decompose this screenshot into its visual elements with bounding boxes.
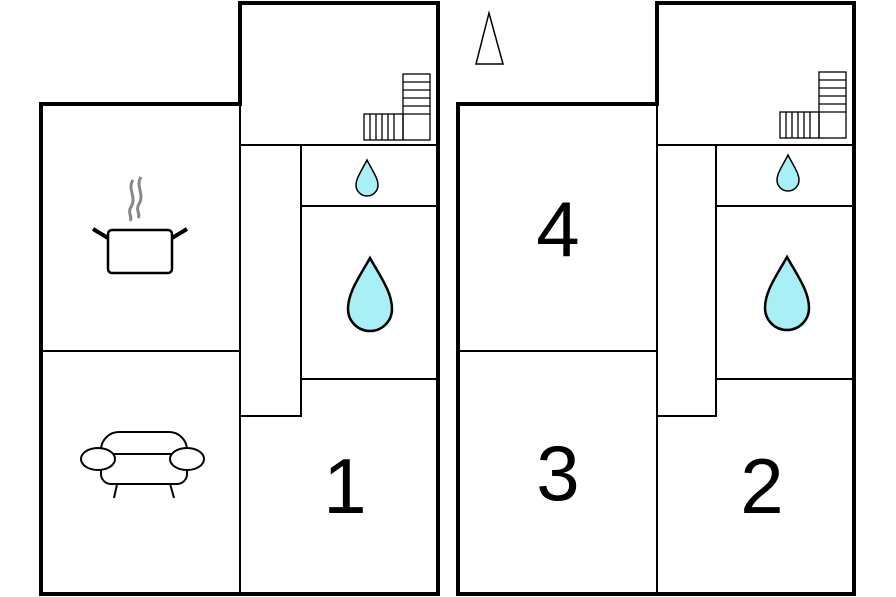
room-label-2: 2 xyxy=(740,442,783,530)
sofa-icon xyxy=(80,431,205,499)
room-label-1: 1 xyxy=(323,442,366,530)
interior-walls xyxy=(40,103,439,595)
floor-plan-right xyxy=(456,1,856,596)
stairs-icon xyxy=(779,71,847,139)
room-label-4: 4 xyxy=(536,185,579,273)
north-arrow-icon xyxy=(475,10,504,65)
floor-plan-left xyxy=(39,1,440,596)
room-label-3: 3 xyxy=(536,429,579,517)
cooking-pot-icon xyxy=(91,176,189,275)
stairs-icon xyxy=(363,73,431,141)
interior-walls xyxy=(457,103,855,595)
water-drop-icon xyxy=(763,254,811,332)
water-drop-icon xyxy=(355,158,379,197)
water-drop-icon xyxy=(776,153,800,192)
water-drop-icon xyxy=(346,255,394,333)
